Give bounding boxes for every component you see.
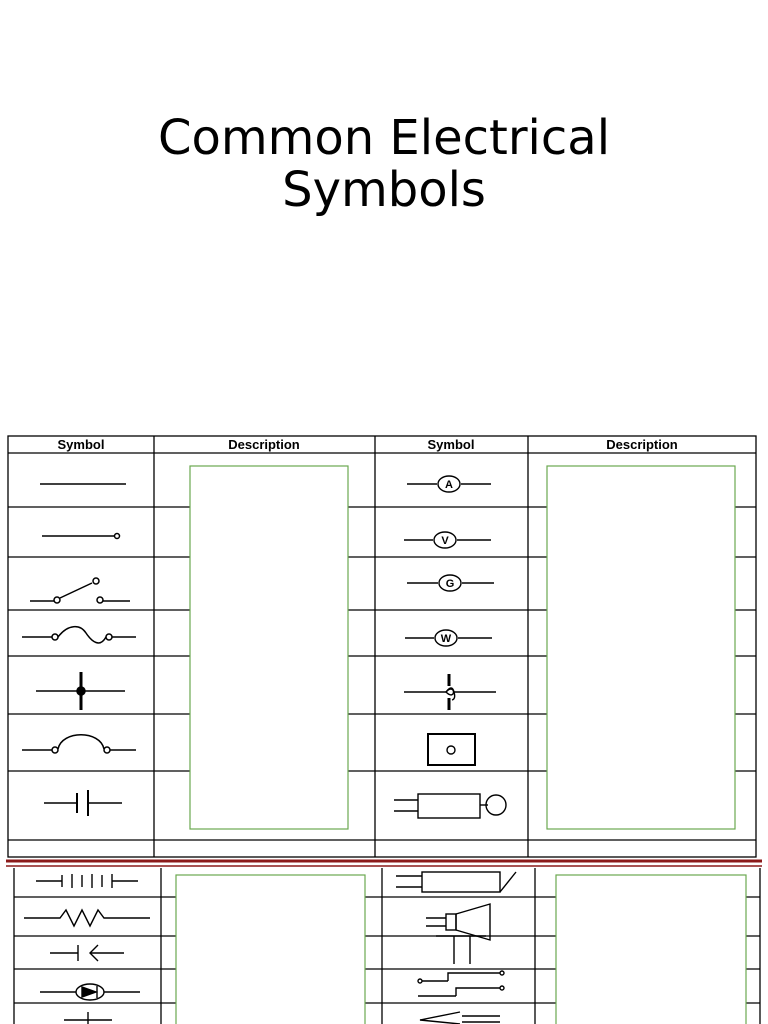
table-top-frame <box>7 435 757 858</box>
ground-symbol-partial <box>64 1012 112 1024</box>
answer-box-right[interactable] <box>546 465 736 830</box>
ammeter-letter: A <box>445 479 453 491</box>
header-description-right: Description <box>606 437 678 452</box>
circuit-breaker-symbol <box>22 734 136 754</box>
voltmeter-letter: V <box>441 535 449 547</box>
answer-box-left[interactable] <box>189 465 349 830</box>
wattmeter-letter: W <box>441 633 452 645</box>
answer-box-bottom-left[interactable] <box>175 874 366 1024</box>
ammeter-symbol <box>407 475 491 493</box>
section-divider <box>6 859 762 867</box>
heater-plug-symbol <box>396 871 517 893</box>
battery-symbol <box>36 874 138 888</box>
antenna-symbol-partial <box>419 1011 500 1024</box>
speaker-symbol <box>426 903 491 964</box>
relay-contacts-symbol <box>417 970 505 997</box>
wattmeter-symbol <box>405 629 492 647</box>
switch-symbol <box>30 577 130 604</box>
junction-symbol <box>36 672 125 710</box>
resistor-symbol <box>24 908 150 928</box>
capacitor-symbol <box>44 790 122 816</box>
outlet-symbol <box>427 733 476 766</box>
voltmeter-symbol <box>404 531 491 549</box>
answer-box-bottom-right[interactable] <box>555 874 747 1024</box>
fuse-symbol <box>22 626 136 644</box>
diode-symbol <box>40 983 140 1001</box>
header-symbol-right: Symbol <box>428 437 475 452</box>
title-line-2: Symbols <box>282 162 486 218</box>
galvanometer-symbol <box>407 574 494 592</box>
header-description-left: Description <box>228 437 300 452</box>
lamp-plug-symbol <box>394 793 507 819</box>
galvanometer-letter: G <box>446 578 455 590</box>
title-line-1: Common Electrical <box>157 110 611 166</box>
variable-capacitor-symbol <box>50 944 124 962</box>
header-symbol-left: Symbol <box>58 437 105 452</box>
slide-title: Common Electrical Symbols <box>0 112 768 216</box>
unconnected-crossing-symbol <box>404 674 496 710</box>
terminal-symbol <box>42 532 121 540</box>
